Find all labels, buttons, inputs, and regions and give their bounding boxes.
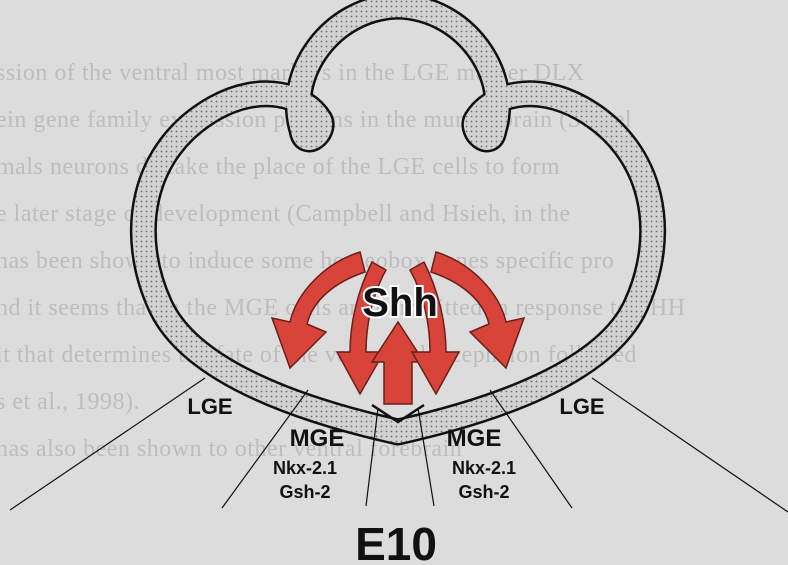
pointer-line-lge-left: [10, 378, 205, 510]
mge-left-gene-gsh: Gsh-2: [279, 482, 330, 502]
mge-left-label: MGE: [290, 425, 345, 452]
mge-right-gene-gsh: Gsh-2: [458, 482, 509, 502]
lge-left-label: LGE: [187, 394, 232, 419]
stage-label: E10: [355, 518, 437, 565]
pointer-line-lge-right: [592, 378, 788, 512]
shh-label: Shh: [362, 281, 438, 325]
mge-left-gene-nkx: Nkx-2.1: [273, 458, 337, 478]
mge-right-gene-nkx: Nkx-2.1: [452, 458, 516, 478]
shh-arrow-center: [372, 322, 424, 404]
lge-right-label: LGE: [559, 394, 604, 419]
mge-right-label: MGE: [447, 425, 502, 452]
shh-signal-arrows: [272, 252, 524, 404]
